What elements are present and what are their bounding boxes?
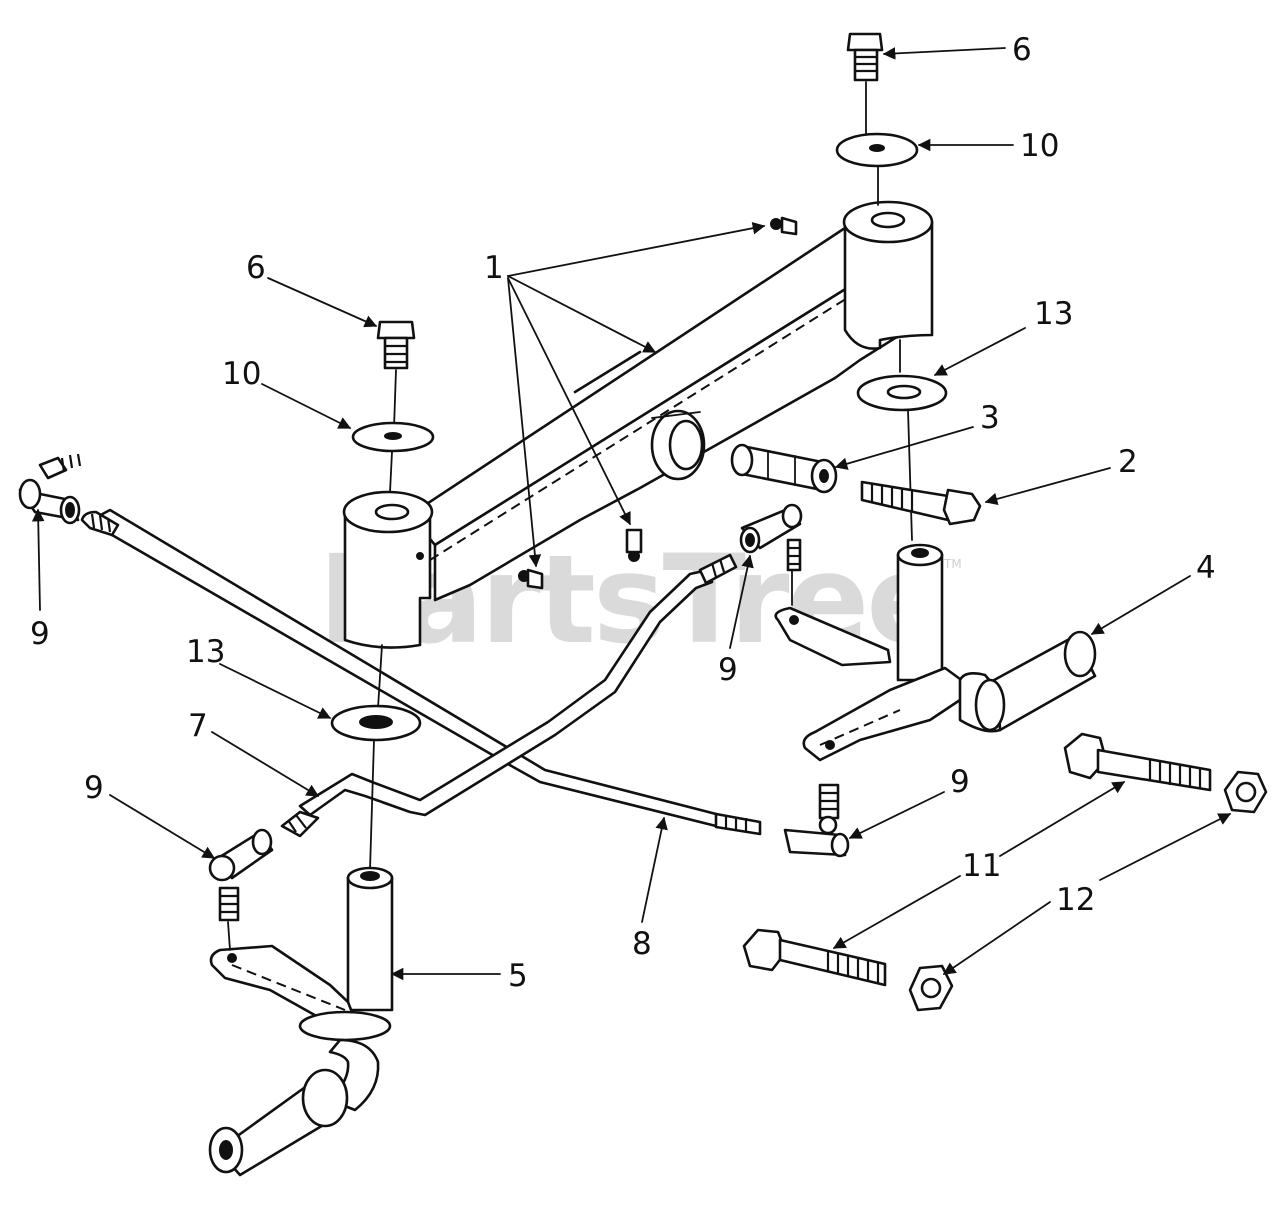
nut-12-upper [1223,770,1268,814]
callout-6-left: 6 [246,250,266,286]
callout-11-upper: 11 [962,848,1001,884]
callout-3: 3 [980,400,1000,436]
callout-7: 7 [188,708,208,744]
bolt-11-upper [1063,732,1212,792]
thrust-washer-right [856,374,948,412]
callout-4: 4 [1196,550,1216,586]
watermark-tm: TM [943,557,962,571]
left-king-pin-housing [342,490,434,649]
callout-2: 2 [1118,444,1138,480]
washer-top-right [835,132,919,168]
callout-1: 1 [484,250,504,286]
grease-fitting-top [770,216,798,236]
pivot-bolt [860,480,982,526]
bolt-top-right [846,32,884,82]
washer-left [351,421,435,453]
ball-joint-lower-left [208,828,274,922]
callout-13-left: 13 [186,634,225,670]
callout-8: 8 [632,926,652,962]
bolt-11-lower [742,928,887,987]
nut-12-lower [908,964,954,1012]
callout-9-mid: 9 [718,652,738,688]
ball-joint-left [18,453,82,525]
left-spindle [208,866,394,1177]
callout-12: 12 [1056,882,1095,918]
ball-joint-mid [739,503,803,572]
callout-9-right: 9 [950,764,970,800]
axle-beam [408,226,902,602]
callout-13-right: 13 [1034,296,1073,332]
callout-9-lower-left: 9 [84,770,104,806]
bolt-left [376,320,416,370]
callout-5: 5 [508,958,528,994]
thrust-washer-left [330,704,422,742]
ball-joint-right [783,783,850,858]
tie-rod [80,508,762,836]
grease-fitting-bottom [625,528,643,562]
callout-10-top: 10 [1020,128,1059,164]
leader-lines [31,47,1232,981]
right-king-pin-housing [842,200,934,350]
callout-6-top: 6 [1012,32,1032,68]
callout-9-left: 9 [30,616,50,652]
grease-fitting-left [518,568,544,590]
pivot-bushing [730,443,838,494]
right-spindle [774,543,1097,762]
callout-10-left: 10 [222,356,261,392]
